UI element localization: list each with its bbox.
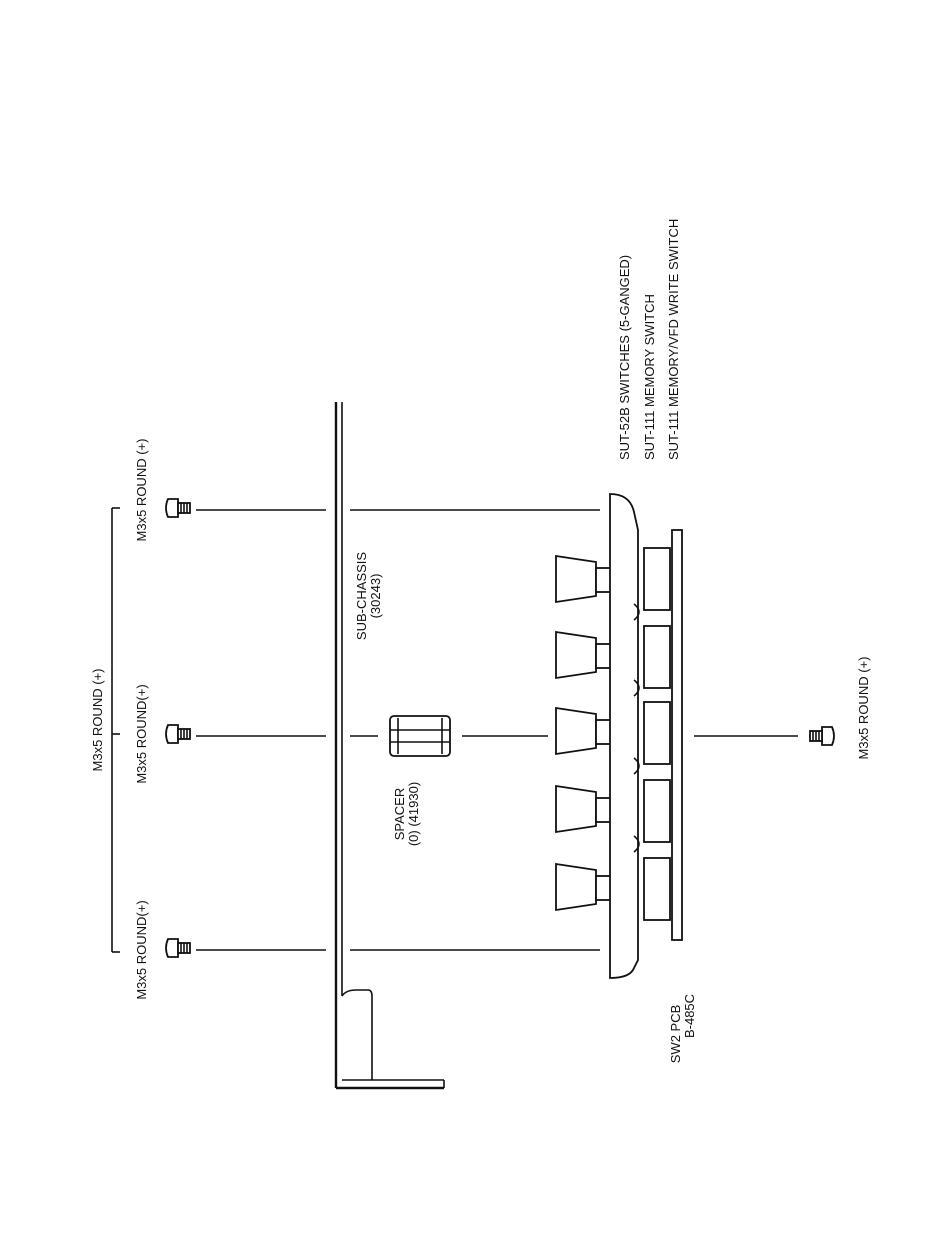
spacer-part-label: (0) (41930) [406,782,421,846]
screw-icon [166,725,190,743]
screw-bottom-label: M3x5 ROUND (+) [856,657,871,760]
spacer-part [390,716,450,756]
screw-left-label: M3x5 ROUND(+) [134,900,149,999]
spacer-name-label: SPACER [392,788,407,841]
pcb-board [644,530,682,940]
screw-group-title: M3x5 ROUND (+) [90,669,105,772]
screw-right-label: M3x5 ROUND (+) [134,439,149,542]
pcb-ref-label: SW2 PCB [668,1005,683,1064]
screw-icon [810,727,834,745]
screw-icon [166,499,190,517]
switch-body [610,494,639,978]
switch-line-1: SUT-52B SWITCHES (5-GANGED) [617,255,632,460]
subchassis-part-label: (30243) [368,574,383,619]
switch-line-2: SUT-111 MEMORY SWITCH [642,294,657,460]
subchassis-name-label: SUB-CHASSIS [354,552,369,640]
screw-group-bracket [112,508,120,952]
pcb-part-label: B-485C [682,994,697,1038]
switch-line-3: SUT-111 MEMORY/VFD WRITE SWITCH [666,219,681,460]
screw-middle-label: M3x5 ROUND(+) [134,684,149,783]
screw-icon [166,939,190,957]
alignment-lines [196,510,798,950]
